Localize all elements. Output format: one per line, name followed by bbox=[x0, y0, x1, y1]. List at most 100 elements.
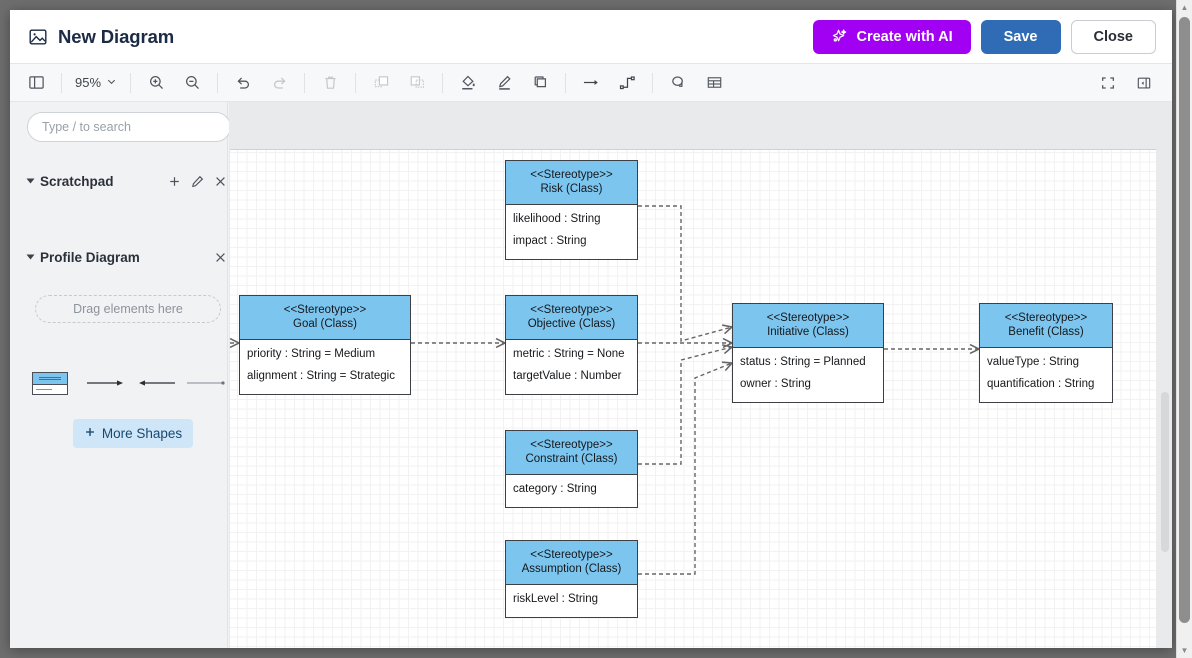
reverse-association-shape[interactable] bbox=[136, 378, 176, 388]
class-shape[interactable] bbox=[32, 372, 68, 395]
straight-connector-icon[interactable] bbox=[576, 70, 606, 96]
plus-icon bbox=[84, 426, 96, 441]
profile-diagram-actions bbox=[214, 251, 227, 264]
uml-header: <<Stereotype>> Objective (Class) bbox=[506, 296, 637, 340]
toolbar-divider bbox=[304, 73, 305, 93]
create-with-ai-button[interactable]: Create with AI bbox=[813, 20, 970, 54]
comment-icon[interactable] bbox=[663, 70, 693, 96]
directed-association-shape[interactable] bbox=[86, 378, 126, 388]
uml-attribute: valueType : String bbox=[980, 352, 1112, 374]
diagram-canvas[interactable]: <<Stereotype>> Risk (Class) likelihood :… bbox=[229, 102, 1172, 648]
send-to-back-icon[interactable] bbox=[402, 70, 432, 96]
dropzone-label: Drag elements here bbox=[73, 302, 183, 316]
uml-name: Benefit (Class) bbox=[982, 325, 1110, 339]
toolbar-divider bbox=[130, 73, 131, 93]
uml-attribute: owner : String bbox=[733, 374, 883, 396]
save-label: Save bbox=[1004, 29, 1038, 45]
page-scrollbar-thumb[interactable] bbox=[1179, 17, 1190, 623]
uml-attribute: metric : String = None bbox=[506, 344, 637, 366]
uml-name: Constraint (Class) bbox=[508, 452, 635, 466]
scratchpad-title: Scratchpad bbox=[40, 174, 114, 189]
toolbar-divider bbox=[652, 73, 653, 93]
title-group: New Diagram bbox=[28, 26, 174, 48]
uml-class-assumption[interactable]: <<Stereotype>> Assumption (Class) riskLe… bbox=[505, 540, 638, 618]
chevron-down-icon bbox=[27, 179, 35, 184]
uml-attribute: riskLevel : String bbox=[506, 589, 637, 611]
uml-class-constraint[interactable]: <<Stereotype>> Constraint (Class) catego… bbox=[505, 430, 638, 508]
bring-to-front-icon[interactable] bbox=[366, 70, 396, 96]
uml-attribute: impact : String bbox=[506, 231, 637, 253]
canvas-vertical-scrollbar[interactable] bbox=[1161, 102, 1170, 648]
scratchpad-dropzone[interactable]: Drag elements here bbox=[35, 295, 221, 323]
line-color-icon[interactable] bbox=[489, 70, 519, 96]
chevron-down-icon bbox=[106, 75, 117, 90]
uml-stereotype: <<Stereotype>> bbox=[508, 548, 635, 562]
uml-attribute: targetValue : Number bbox=[506, 366, 637, 388]
save-button[interactable]: Save bbox=[981, 20, 1061, 54]
uml-stereotype: <<Stereotype>> bbox=[508, 303, 635, 317]
uml-class-goal[interactable]: <<Stereotype>> Goal (Class) priority : S… bbox=[239, 295, 411, 395]
uml-attributes: status : String = Planned owner : String bbox=[733, 348, 883, 402]
uml-stereotype: <<Stereotype>> bbox=[735, 311, 881, 325]
plus-icon[interactable] bbox=[168, 175, 181, 188]
uml-class-initiative[interactable]: <<Stereotype>> Initiative (Class) status… bbox=[732, 303, 884, 403]
editor-header: New Diagram Create with AI Save bbox=[10, 10, 1172, 64]
uml-attribute: category : String bbox=[506, 479, 637, 501]
node-layer: <<Stereotype>> Risk (Class) likelihood :… bbox=[229, 102, 1172, 648]
uml-header: <<Stereotype>> Benefit (Class) bbox=[980, 304, 1112, 348]
fill-color-icon[interactable] bbox=[453, 70, 483, 96]
format-panel-icon[interactable] bbox=[1129, 70, 1159, 96]
uml-attribute: status : String = Planned bbox=[733, 352, 883, 374]
plain-line-shape[interactable] bbox=[186, 378, 226, 388]
uml-name: Assumption (Class) bbox=[508, 562, 635, 576]
search-input[interactable] bbox=[27, 112, 231, 142]
uml-attribute: likelihood : String bbox=[506, 209, 637, 231]
close-icon[interactable] bbox=[214, 251, 227, 264]
table-icon[interactable] bbox=[699, 70, 729, 96]
zoom-in-icon[interactable] bbox=[141, 70, 171, 96]
uml-attribute: alignment : String = Strategic bbox=[240, 366, 410, 388]
uml-attributes: category : String bbox=[506, 475, 637, 507]
trash-icon[interactable] bbox=[315, 70, 345, 96]
pencil-icon[interactable] bbox=[191, 175, 204, 188]
uml-attributes: priority : String = Medium alignment : S… bbox=[240, 340, 410, 394]
header-actions: Create with AI Save Close bbox=[813, 20, 1172, 54]
uml-attributes: metric : String = None targetValue : Num… bbox=[506, 340, 637, 394]
scrollbar-thumb[interactable] bbox=[1161, 392, 1169, 552]
uml-stereotype: <<Stereotype>> bbox=[982, 311, 1110, 325]
close-icon[interactable] bbox=[214, 175, 227, 188]
profile-diagram-shapes bbox=[32, 370, 222, 396]
profile-diagram-section-header[interactable]: Profile Diagram bbox=[27, 247, 227, 267]
close-button[interactable]: Close bbox=[1071, 20, 1157, 54]
toolbar-divider bbox=[355, 73, 356, 93]
redo-icon[interactable] bbox=[264, 70, 294, 96]
uml-class-benefit[interactable]: <<Stereotype>> Benefit (Class) valueType… bbox=[979, 303, 1113, 403]
uml-header: <<Stereotype>> Risk (Class) bbox=[506, 161, 637, 205]
toolbar-divider bbox=[217, 73, 218, 93]
scroll-down-icon[interactable]: ▼ bbox=[1177, 643, 1192, 658]
page-vertical-scrollbar[interactable]: ▲ ▼ bbox=[1176, 0, 1192, 658]
zoom-level-control[interactable]: 95% bbox=[71, 75, 121, 90]
scroll-up-icon[interactable]: ▲ bbox=[1177, 0, 1192, 15]
uml-attributes: likelihood : String impact : String bbox=[506, 205, 637, 259]
uml-header: <<Stereotype>> Initiative (Class) bbox=[733, 304, 883, 348]
scratchpad-section-header[interactable]: Scratchpad bbox=[27, 171, 227, 191]
close-label: Close bbox=[1094, 29, 1134, 45]
fullscreen-icon[interactable] bbox=[1093, 70, 1123, 96]
zoom-level-label: 95% bbox=[75, 75, 101, 90]
uml-attributes: valueType : String quantification : Stri… bbox=[980, 348, 1112, 402]
diagram-editor-modal: New Diagram Create with AI Save bbox=[10, 10, 1172, 648]
chevron-down-icon bbox=[27, 255, 35, 260]
uml-header: <<Stereotype>> Assumption (Class) bbox=[506, 541, 637, 585]
uml-class-risk[interactable]: <<Stereotype>> Risk (Class) likelihood :… bbox=[505, 160, 638, 260]
scratchpad-actions bbox=[168, 175, 227, 188]
more-shapes-button[interactable]: More Shapes bbox=[73, 419, 193, 448]
uml-class-objective[interactable]: <<Stereotype>> Objective (Class) metric … bbox=[505, 295, 638, 395]
uml-stereotype: <<Stereotype>> bbox=[508, 438, 635, 452]
panel-left-icon[interactable] bbox=[21, 70, 51, 96]
undo-icon[interactable] bbox=[228, 70, 258, 96]
orthogonal-connector-icon[interactable] bbox=[612, 70, 642, 96]
shadow-icon[interactable] bbox=[525, 70, 555, 96]
zoom-out-icon[interactable] bbox=[177, 70, 207, 96]
